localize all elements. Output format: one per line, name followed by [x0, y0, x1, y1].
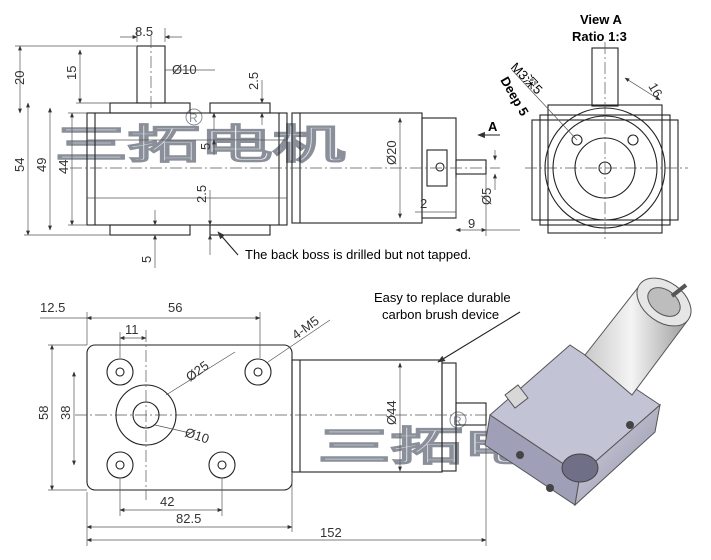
svg-text:carbon brush device: carbon brush device	[382, 307, 499, 322]
svg-text:5: 5	[139, 256, 154, 263]
svg-text:5: 5	[198, 143, 213, 150]
svg-text:8.5: 8.5	[135, 24, 153, 39]
svg-text:20: 20	[12, 71, 27, 85]
svg-text:R: R	[189, 111, 198, 125]
svg-text:58: 58	[36, 406, 51, 420]
rear-boss	[455, 159, 487, 175]
svg-text:38: 38	[58, 406, 73, 420]
svg-text:44: 44	[56, 160, 71, 174]
svg-text:2.5: 2.5	[246, 72, 261, 90]
svg-text:Ø44: Ø44	[384, 400, 399, 425]
svg-text:12.5: 12.5	[40, 300, 65, 315]
svg-text:56: 56	[168, 300, 182, 315]
motor-3d-render	[484, 277, 692, 507]
watermark-top: 三拓电机 R	[54, 108, 346, 169]
svg-text:Ø20: Ø20	[384, 140, 399, 165]
svg-text:4-M5: 4-M5	[289, 313, 322, 343]
svg-text:15: 15	[64, 66, 79, 80]
svg-text:2: 2	[420, 196, 427, 211]
svg-text:Ø25: Ø25	[183, 358, 212, 385]
svg-text:三拓电机: 三拓电机	[55, 121, 345, 168]
svg-text:Ø5: Ø5	[479, 188, 494, 205]
svg-text:Ø10: Ø10	[183, 425, 211, 447]
svg-text:2.5: 2.5	[194, 185, 209, 203]
svg-text:View A: View A	[580, 12, 623, 27]
output-shaft	[136, 45, 166, 104]
view-a: View A Ratio 1:3 M3深5 Deep 5 16	[497, 12, 688, 240]
svg-text:9: 9	[468, 216, 475, 231]
top-side-view: 8.5 20 15 Ø10 2.5 54 49 44 5	[12, 24, 520, 268]
svg-text:54: 54	[12, 158, 27, 172]
svg-text:82.5: 82.5	[176, 511, 201, 526]
svg-text:152: 152	[320, 525, 342, 540]
svg-text:Ratio 1:3: Ratio 1:3	[572, 29, 627, 44]
svg-text:Ø10: Ø10	[172, 62, 197, 77]
svg-text:16: 16	[645, 80, 665, 100]
bottom-front-view: 12.5 56 11 4-M5 Ø25 Ø10 58 38 Ø44 42	[36, 290, 521, 546]
svg-text:The back boss is drilled but n: The back boss is drilled but not tapped.	[245, 247, 471, 262]
svg-text:Easy to replace durable: Easy to replace durable	[374, 290, 511, 305]
svg-text:49: 49	[34, 158, 49, 172]
svg-text:11: 11	[125, 322, 139, 337]
svg-text:R: R	[453, 414, 462, 428]
svg-text:A: A	[488, 119, 498, 134]
svg-text:42: 42	[160, 494, 174, 509]
